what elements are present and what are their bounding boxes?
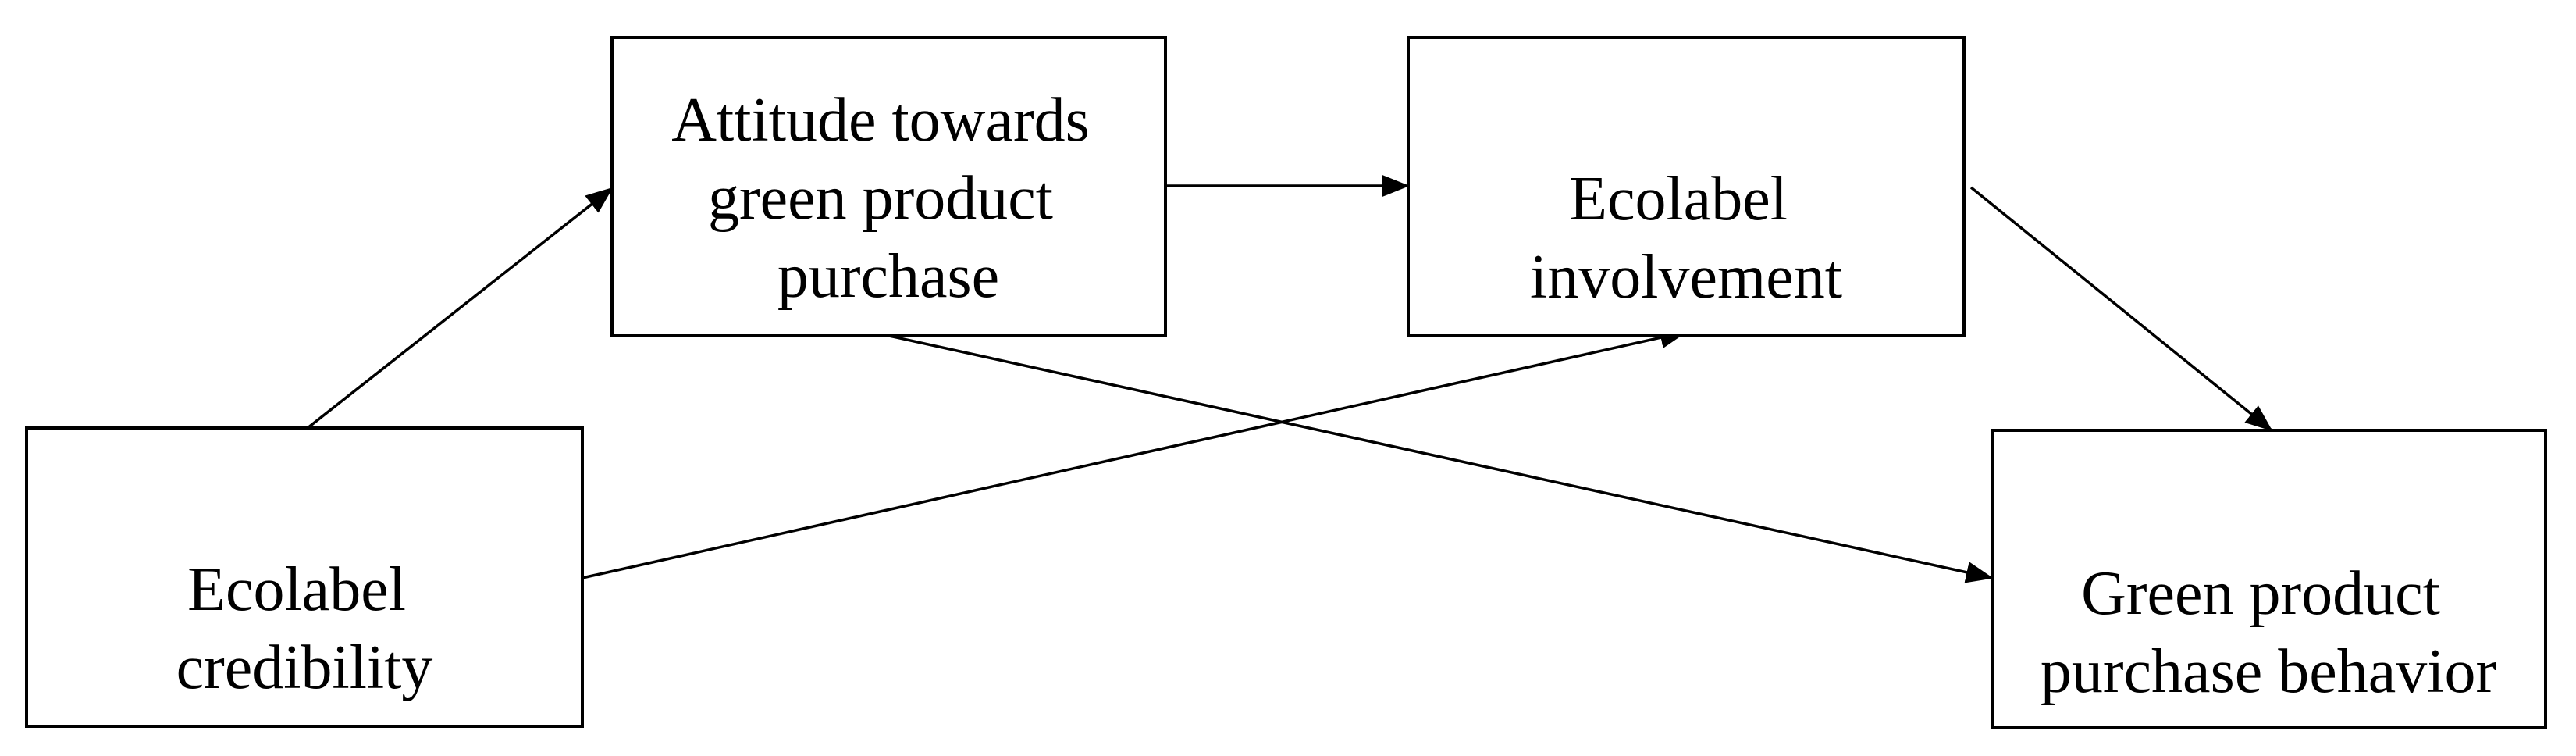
- node-involvement: Ecolabel involvement: [1407, 36, 1966, 337]
- edges: [306, 175, 2273, 583]
- edge-attitude-to-behavior: [888, 334, 1994, 583]
- edge-credibility-to-involvement: [582, 326, 1688, 579]
- node-attitude-line: green product: [708, 164, 1053, 233]
- node-credibility-label: Ecolabel credibility: [176, 555, 433, 702]
- node-involvement-label: Ecolabel involvement: [1530, 165, 1842, 312]
- node-credibility: Ecolabel credibility: [25, 426, 584, 728]
- node-credibility-box: [25, 426, 584, 728]
- node-behavior: Green product purchase behavior: [1991, 429, 2547, 729]
- node-attitude-line: Attitude towards: [671, 86, 1089, 155]
- node-involvement-box: [1407, 36, 1966, 337]
- node-behavior-box: [1991, 429, 2547, 729]
- node-attitude-box: [610, 36, 1167, 337]
- node-credibility-line: credibility: [176, 633, 433, 702]
- node-behavior-line: Green product: [2081, 559, 2440, 628]
- node-involvement-line: Ecolabel: [1569, 165, 1788, 234]
- node-behavior-line: purchase behavior: [2041, 637, 2496, 706]
- node-credibility-line: Ecolabel: [187, 555, 406, 624]
- edge-involvement-to-behavior: [1969, 186, 2273, 432]
- node-attitude: Attitude towards green product purchase: [610, 36, 1167, 337]
- node-attitude-label: Attitude towards green product purchase: [671, 86, 1105, 311]
- edge-credibility-to-attitude: [306, 187, 614, 430]
- node-attitude-line: purchase: [777, 242, 999, 311]
- node-behavior-label: Green product purchase behavior: [2041, 559, 2496, 706]
- node-involvement-line: involvement: [1530, 243, 1842, 312]
